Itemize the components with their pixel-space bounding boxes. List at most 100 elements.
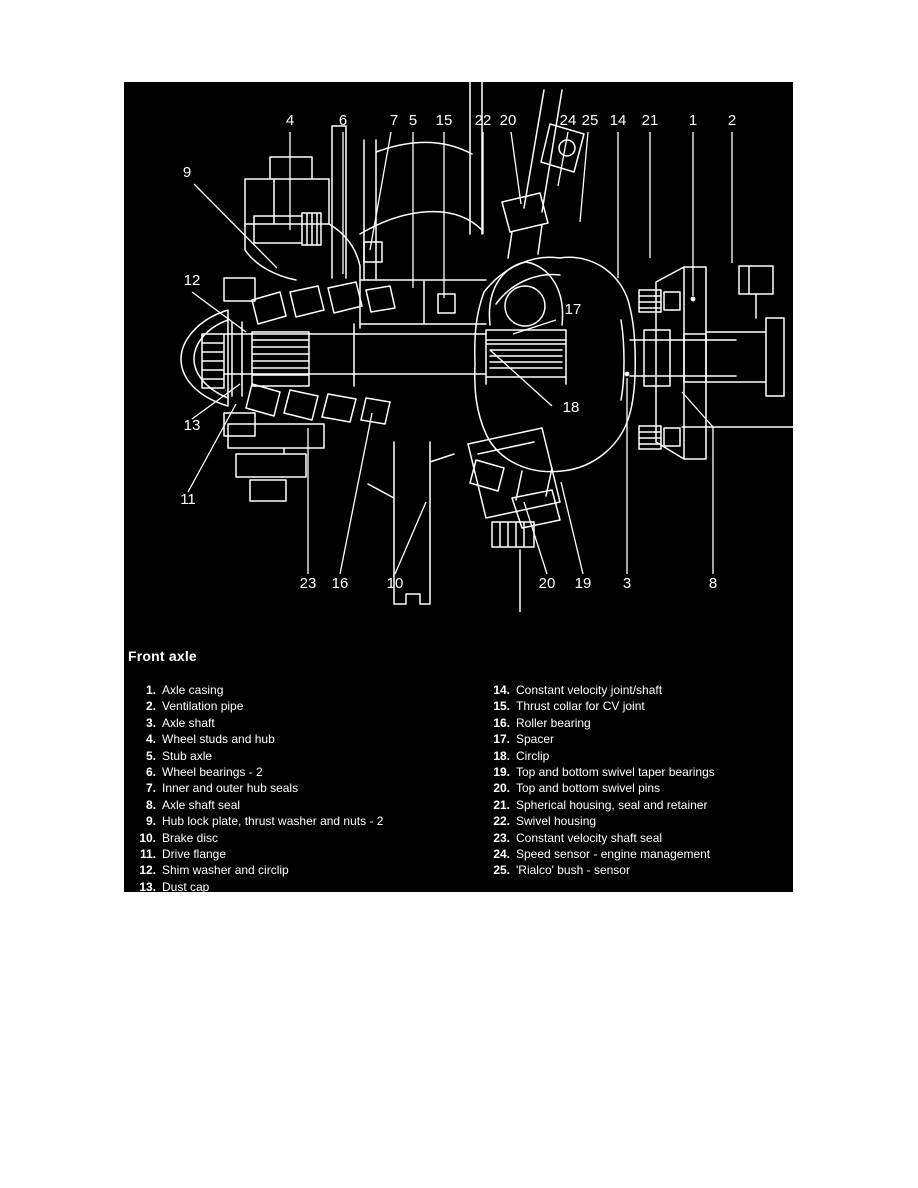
legend-item-text: Inner and outer hub seals — [162, 781, 299, 796]
callout-number: 20 — [539, 575, 556, 592]
legend-item-text: Top and bottom swivel pins — [516, 781, 661, 796]
legend-item: 4. Wheel studs and hub — [130, 731, 475, 747]
legend-item-text: Dust cap — [162, 879, 210, 894]
legend-item-number: 20. — [493, 781, 510, 796]
legend-item-text: 'Rialco' bush - sensor — [516, 863, 630, 878]
callout-number: 5 — [409, 112, 417, 129]
callout-leader-line — [557, 131, 569, 187]
callout-leader-line — [512, 319, 557, 335]
callout-leader-line — [339, 412, 373, 575]
callout-number: 16 — [332, 575, 349, 592]
callout-leader-line — [560, 481, 584, 575]
callout-number: 19 — [575, 575, 592, 592]
legend-item: 25. 'Rialco' bush - sensor — [484, 862, 789, 878]
callout-leader-line — [523, 501, 548, 575]
legend-item: 8. Axle shaft seal — [130, 797, 475, 813]
legend-item: 1.Axle casing — [130, 682, 475, 698]
legend-item-text: Brake disc — [162, 830, 219, 845]
callout-number: 3 — [623, 575, 631, 592]
callout-number: 1 — [689, 112, 697, 129]
legend-item: 14. Constant velocity joint/shaft — [484, 682, 789, 698]
legend-item-text: Thrust collar for CV joint — [516, 699, 645, 714]
callout-leader-line — [489, 349, 553, 407]
legend-item-text: Wheel bearings - 2 — [162, 764, 263, 779]
legend-item-number: 17. — [493, 732, 510, 747]
legend-item-number: 12. — [139, 863, 156, 878]
legend-item: 12.Shim washer and circlip — [130, 862, 475, 878]
axle-line-art — [180, 82, 793, 612]
callout-number: 13 — [184, 417, 201, 434]
legend-item-text: Swivel housing — [516, 814, 597, 829]
legend-item-text: Roller bearing — [516, 715, 591, 730]
legend-item: 6.Wheel bearings - 2 — [130, 764, 475, 780]
callout-number: 21 — [642, 112, 659, 129]
legend-item-number: 24. — [493, 846, 510, 861]
legend-item: 2.Ventilation pipe — [130, 698, 475, 714]
legend-item: 13. Dust cap — [130, 879, 475, 895]
legend-item-text: Drive flange — [162, 846, 227, 861]
callout-number: 25 — [582, 112, 599, 129]
callout-number: 12 — [184, 272, 201, 289]
callout-number: 14 — [610, 112, 627, 129]
callout-number: 20 — [500, 112, 517, 129]
callout-number: 7 — [390, 112, 398, 129]
callout-number: 2 — [728, 112, 736, 129]
legend-item: 17.Spacer — [484, 731, 789, 747]
callout-number: 10 — [387, 575, 404, 592]
legend-item: 23. Constant velocity shaft seal — [484, 830, 789, 846]
legend-item: 19. Top and bottom swivel taper bearings — [484, 764, 789, 780]
legend-item-number: 10. — [139, 830, 156, 845]
legend-item: 7. Inner and outer hub seals — [130, 780, 475, 796]
legend-item-number: 13. — [139, 879, 156, 894]
legend-item-text: Hub lock plate, thrust washer and nuts -… — [162, 814, 384, 829]
legend-item: 20. Top and bottom swivel pins — [484, 780, 789, 796]
callout-leader-line — [681, 391, 714, 574]
callout-leader-line — [579, 131, 589, 223]
legend-item: 21.Spherical housing, seal and retainer — [484, 797, 789, 813]
legend-item-text: Wheel studs and hub — [162, 732, 275, 747]
callout-number: 17 — [565, 301, 582, 318]
legend-item-number: 4. — [145, 732, 156, 747]
legend-item-text: Axle shaft — [162, 715, 215, 730]
legend-item: 15. Thrust collar for CV joint — [484, 698, 789, 714]
legend-item: 5.Stub axle — [130, 748, 475, 764]
figure-caption: Front axle — [128, 648, 197, 664]
legend-item-number: 7. — [145, 781, 156, 796]
legend-item-text: Speed sensor - engine management — [516, 846, 711, 861]
legend-item-number: 15. — [493, 699, 510, 714]
callout-number: 15 — [436, 112, 453, 129]
callout-number: 11 — [180, 491, 196, 508]
callout-leader-line — [187, 403, 237, 493]
legend-item: 24. Speed sensor - engine management — [484, 846, 789, 862]
legend-item-text: Spherical housing, seal and retainer — [516, 797, 708, 812]
legend-item-number: 8. — [145, 797, 156, 812]
callout-number: 8 — [709, 575, 717, 592]
legend-item-text: Ventilation pipe — [162, 699, 244, 714]
legend-item-number: 1. — [145, 683, 156, 697]
callout-number: 23 — [300, 575, 317, 592]
callout-dot — [624, 371, 630, 377]
callout-leader-line — [369, 131, 392, 251]
legend-item-number: 16. — [493, 715, 510, 730]
legend-item-number: 23. — [493, 830, 510, 845]
legend-item: 9. Hub lock plate, thrust washer and nuts… — [130, 813, 475, 829]
legend-item-number: 14. — [493, 683, 510, 697]
legend-item: 22.Swivel housing — [484, 813, 789, 829]
callout-number: 9 — [183, 164, 191, 181]
callout-leader-line — [193, 183, 278, 269]
legend-item-text: Constant velocity shaft seal — [516, 830, 663, 845]
legend-item-number: 19. — [493, 764, 510, 779]
callout-leader-line — [394, 501, 427, 575]
legend-item-text: Axle shaft seal — [162, 797, 241, 812]
legend-item-number: 9. — [145, 814, 156, 829]
callout-leader-line — [191, 383, 241, 420]
legend-item-text: Top and bottom swivel taper bearings — [516, 764, 715, 779]
legend-item-number: 25. — [493, 863, 510, 878]
legend-item-text: Constant velocity joint/shaft — [516, 683, 663, 697]
legend-column-right: 14. Constant velocity joint/shaft 15. Thrus… — [484, 682, 789, 879]
